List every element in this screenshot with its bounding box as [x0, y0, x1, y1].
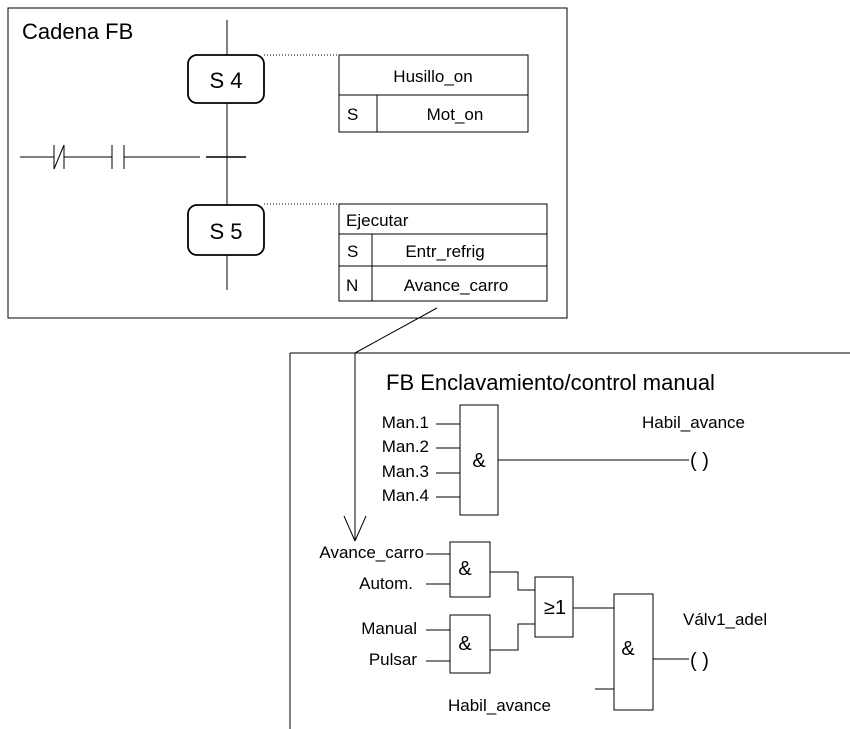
- action-s5-name-2: Avance_carro: [404, 276, 509, 295]
- and-gate-2-input-2: Autom.: [359, 574, 413, 593]
- and-gate-1-input-1: Man.1: [382, 413, 429, 432]
- action-block-s4: [338, 54, 529, 133]
- and-gate-4-input-label: Habil_avance: [448, 696, 551, 715]
- output-valv1-adel-label: Válv1_adel: [683, 610, 767, 629]
- and-gate-1-input-3: Man.3: [382, 462, 429, 481]
- and-gate-1-input-2: Man.2: [382, 437, 429, 456]
- and-gate-1-input-4: Man.4: [382, 486, 429, 505]
- and-gate-4: [613, 593, 654, 711]
- and-gate-1: [459, 404, 499, 516]
- and-gate-1-input-wires: [436, 423, 460, 498]
- and-gate-2: [449, 541, 491, 598]
- or-gate: [534, 576, 574, 638]
- and-gate-3-input-2: Pulsar: [369, 650, 418, 669]
- output-habil-avance-label: Habil_avance: [642, 413, 745, 432]
- and-gate-2-input-wires: [426, 553, 450, 585]
- action-s4-qualifier: S: [347, 105, 358, 124]
- coil-habil-avance: ( ): [690, 450, 709, 472]
- and-gate-2-symbol: &: [458, 558, 472, 580]
- action-s4-title: Husillo_on: [393, 67, 472, 86]
- transition-condition: [20, 144, 200, 170]
- link-arrow: [343, 307, 438, 542]
- and-gate-4-symbol: &: [621, 638, 635, 660]
- chain-title: Cadena FB: [22, 19, 133, 44]
- and-gate-3-input-wires: [426, 629, 450, 662]
- step-s5-label: S 5: [209, 219, 242, 244]
- step-s4-label: S 4: [209, 68, 242, 93]
- chain-frame: [7, 7, 568, 319]
- and-gate-3-input-1: Manual: [361, 619, 417, 638]
- coil-valv1-adel: ( ): [690, 650, 709, 672]
- or-gate-symbol: ≥1: [544, 597, 566, 619]
- action-s4-name: Mot_on: [427, 105, 484, 124]
- or-gate-input-wires: [490, 571, 535, 651]
- and-gate-1-symbol: &: [472, 450, 486, 472]
- step-s4[interactable]: [187, 54, 265, 104]
- action-s5-qualifier-2: N: [346, 276, 358, 295]
- action-s5-title: Ejecutar: [346, 211, 409, 230]
- step-s5[interactable]: [187, 204, 265, 256]
- and-gate-2-input-1: Avance_carro: [319, 543, 424, 562]
- fb-title: FB Enclavamiento/control manual: [386, 370, 715, 395]
- fb-frame: [289, 352, 850, 729]
- and-gate-3-symbol: &: [458, 633, 472, 655]
- action-s5-name-1: Entr_refrig: [405, 242, 484, 261]
- action-s5-qualifier-1: S: [347, 242, 358, 261]
- and-gate-3: [449, 614, 491, 674]
- action-block-s5: [338, 203, 548, 302]
